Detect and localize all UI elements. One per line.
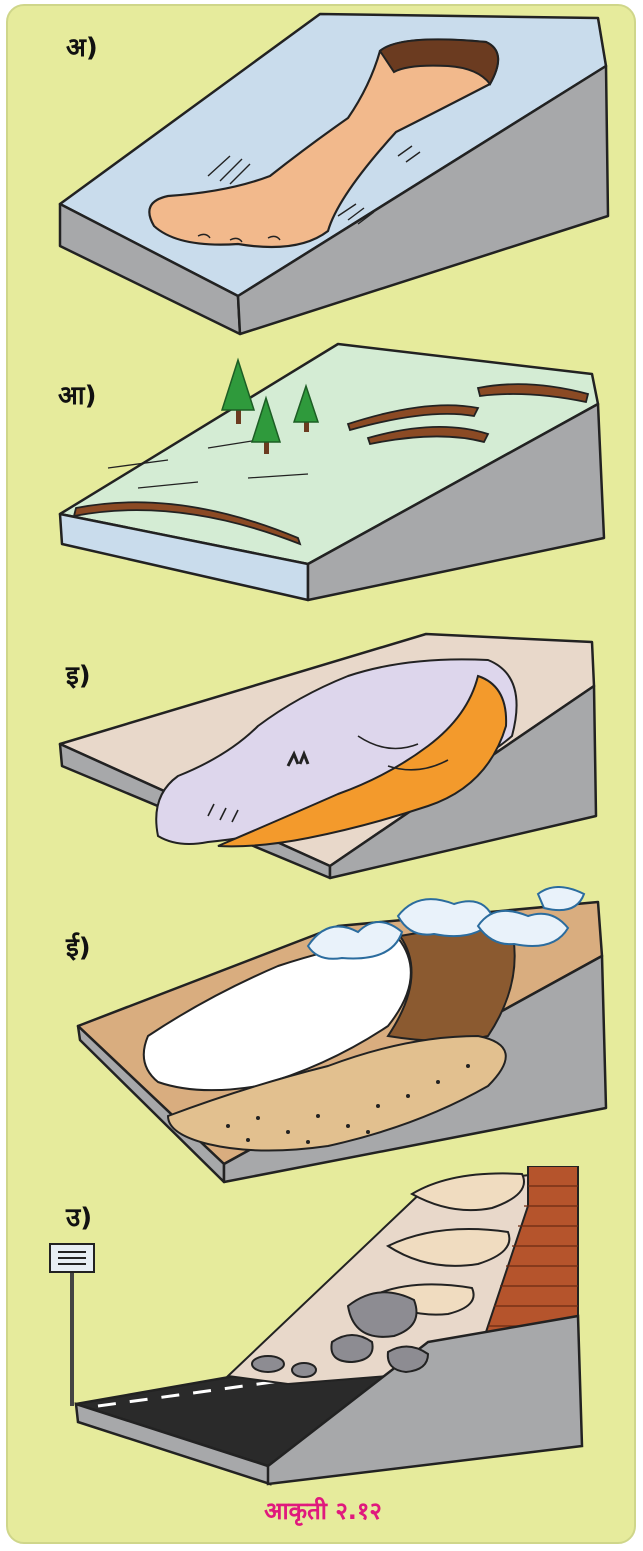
figure-caption: आकृती २.१२ — [8, 1494, 636, 1527]
rockfall-illustration — [8, 1166, 636, 1486]
soil-creep-illustration — [8, 338, 636, 608]
signpost-pole — [70, 1266, 74, 1406]
mudflow-illustration — [8, 6, 636, 336]
figure-panel: अ) आ) — [6, 4, 636, 1544]
debris-slide-illustration — [8, 616, 636, 881]
rock-avalanche-illustration — [8, 886, 636, 1186]
